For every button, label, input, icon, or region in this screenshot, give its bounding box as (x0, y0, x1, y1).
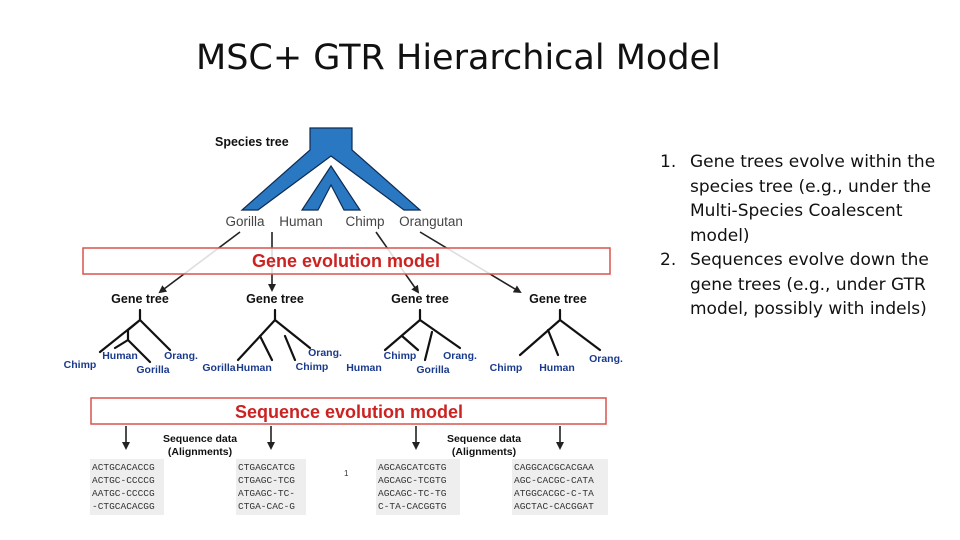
leaf-label: Human (539, 362, 575, 374)
alignment-row: CTGAGC-TCG (238, 475, 295, 486)
alignment-row: -CTGCACACGG (92, 501, 155, 512)
leaf-label: Human (236, 362, 272, 374)
sequence-data-label: Sequence data (163, 433, 237, 445)
alignment-4: CAGGCACGCACGAA AGC-CACGC-CATA ATGGCACGC-… (514, 462, 594, 512)
alignment-background (236, 459, 306, 515)
alignment-row: CAGGCACGCACGAA (514, 462, 594, 473)
gene-tree-2 (236, 308, 312, 362)
slide-title: MSC+ GTR Hierarchical Model (196, 38, 721, 78)
alignment-2: CTGAGCATCG CTGAGC-TCG ATGAGC-TC- CTGA-CA… (238, 462, 295, 512)
bullet-list: 1. Gene trees evolve within the species t… (660, 150, 950, 322)
alignment-row: AATGC-CCCCG (92, 488, 155, 499)
gene-evolution-label: Gene evolution model (252, 251, 440, 271)
alignment-row: C-TA-CACGGTG (378, 501, 447, 512)
alignment-row: AGC-CACGC-CATA (514, 475, 594, 486)
leaf-label: Orang. (164, 350, 198, 362)
gene-tree-3 (383, 308, 462, 362)
alignment-background (512, 459, 608, 515)
leaf-label: Human (346, 362, 382, 374)
gene-tree-label: Gene tree (391, 292, 449, 306)
sequence-arrows (122, 426, 564, 450)
alignment-row: CTGA-CAC-G (238, 501, 295, 512)
gene-tree-4 (518, 308, 602, 357)
species-tree-outer-branch (240, 127, 422, 211)
leaf-label: Chimp (64, 359, 97, 371)
leaf-label: Chimp (490, 362, 523, 374)
species-tree (240, 127, 422, 211)
leaf-label: Gorilla (202, 362, 235, 374)
species-label-human: Human (279, 214, 323, 229)
sequence-data-sublabel: (Alignments) (168, 446, 232, 458)
gene-tree-label: Gene tree (246, 292, 304, 306)
alignment-row: CTGAGCATCG (238, 462, 295, 473)
sequence-evolution-label: Sequence evolution model (235, 402, 463, 422)
bullet-item: 2. Sequences evolve down the gene trees (… (660, 248, 950, 322)
sequence-data-sublabel: (Alignments) (452, 446, 516, 458)
alignment-row: ATGGCACGC-C-TA (514, 488, 594, 499)
gene-tree-label: Gene tree (111, 292, 169, 306)
alignment-row: AGCTAC-CACGGAT (514, 501, 594, 512)
gene-tree-label: Gene tree (529, 292, 587, 306)
species-label-gorilla: Gorilla (225, 214, 265, 229)
gene-tree-1 (98, 308, 172, 364)
alignment-row: ACTGCACACCG (92, 462, 155, 473)
bullet-text: Gene trees evolve within the species tre… (690, 152, 936, 246)
bullet-number: 1. (660, 152, 677, 172)
gene-evolution-band (82, 247, 611, 275)
sequence-data-label: Sequence data (447, 433, 521, 445)
page-marker: 1 (344, 469, 349, 478)
alignment-row: AGCAGC-TC-TG (378, 488, 447, 499)
alignment-1: ACTGCACACCG ACTGC-CCCCG AATGC-CCCCG -CTG… (92, 462, 155, 512)
alignment-row: ATGAGC-TC- (238, 488, 295, 499)
leaf-label: Orang. (589, 353, 623, 365)
leaf-label: Chimp (384, 350, 417, 362)
bullet-item: 1. Gene trees evolve within the species t… (660, 150, 950, 248)
alignment-row: ACTGC-CCCCG (92, 475, 155, 486)
alignment-background (376, 459, 460, 515)
leaf-label: Human (102, 350, 138, 362)
species-tree-label: Species tree (215, 135, 289, 149)
leaf-label: Gorilla (136, 364, 169, 376)
leaf-label: Orang. (308, 347, 342, 359)
species-tree-inner-branch (300, 164, 362, 211)
alignment-row: AGCAGC-TCGTG (378, 475, 447, 486)
leaf-label: Orang. (443, 350, 477, 362)
sequence-evolution-band (90, 397, 607, 425)
alignment-3: AGCAGCATCGTG AGCAGC-TCGTG AGCAGC-TC-TG C… (378, 462, 447, 512)
species-label-orangutan: Orangutan (399, 214, 463, 229)
alignment-background (90, 459, 164, 515)
bullet-number: 2. (660, 250, 677, 270)
leaf-label: Gorilla (416, 364, 449, 376)
species-label-chimp: Chimp (345, 214, 384, 229)
alignment-row: AGCAGCATCGTG (378, 462, 447, 473)
leaf-label: Chimp (296, 361, 329, 373)
bullet-text: Sequences evolve down the gene trees (e.… (690, 250, 929, 319)
